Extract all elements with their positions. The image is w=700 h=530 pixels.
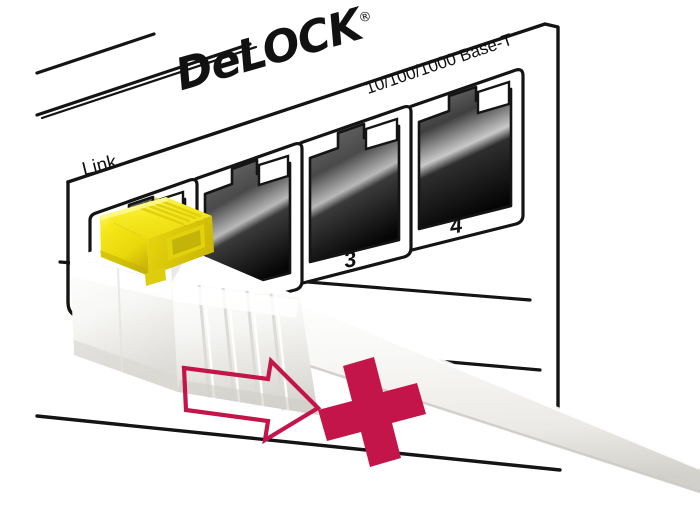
rj45-connector-body: [70, 228, 300, 392]
yellow-dust-cap[interactable]: [100, 197, 214, 286]
panel-bottom-edge: [35, 414, 562, 472]
port-3[interactable]: [295, 104, 413, 285]
pull-direction-arrow: [181, 356, 322, 445]
panel-top-bevel-lines: [35, 32, 258, 120]
cable-strain-relief-boot: [168, 280, 318, 415]
prohibition-cross: [318, 357, 426, 467]
port-4[interactable]: [404, 68, 525, 252]
